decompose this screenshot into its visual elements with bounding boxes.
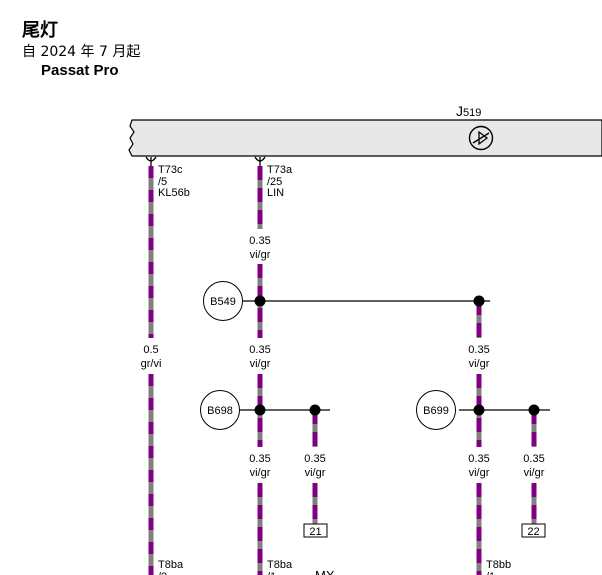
svg-text:vi/gr: vi/gr (250, 249, 271, 261)
svg-text:vi/gr: vi/gr (305, 467, 326, 479)
svg-text:T8ba: T8ba (267, 559, 293, 571)
svg-text:22: 22 (527, 526, 539, 538)
pin-fork-icon (145, 156, 266, 166)
svg-text:vi/gr: vi/gr (250, 358, 271, 370)
svg-text:0.35: 0.35 (523, 453, 544, 465)
svg-text:0.35: 0.35 (249, 344, 270, 356)
svg-text:B549: B549 (210, 296, 236, 308)
control-unit-icon (468, 125, 494, 151)
svg-text:/5: /5 (158, 176, 167, 188)
svg-text:vi/gr: vi/gr (469, 358, 490, 370)
svg-text:T8ba: T8ba (158, 559, 184, 571)
ref-box-22[interactable]: 22 (521, 523, 546, 538)
splice-b699[interactable]: B699 (416, 390, 456, 430)
connector-label-bottom: T8ba /2 T8ba /1 T8bb /1 (158, 559, 511, 575)
svg-text:0.35: 0.35 (249, 453, 270, 465)
svg-text:0.35: 0.35 (249, 235, 270, 247)
svg-text:vi/gr: vi/gr (250, 467, 271, 479)
svg-text:T8bb: T8bb (486, 559, 511, 571)
pin-label-t73a: T73a /25 LIN (267, 164, 293, 199)
splice-b698[interactable]: B698 (200, 390, 240, 430)
svg-text:vi/gr: vi/gr (469, 467, 490, 479)
cut-off-label: MX (315, 568, 335, 575)
ref-box-21[interactable]: 21 (303, 523, 328, 538)
svg-text:LIN: LIN (267, 187, 284, 199)
splice-dots (254, 295, 540, 416)
date-subtitle: 自 2024 年 7 月起 (22, 44, 141, 60)
page-title: 尾灯 (22, 20, 58, 41)
wire-segments (148, 166, 537, 575)
svg-text:0.35: 0.35 (468, 453, 489, 465)
svg-text:B698: B698 (207, 405, 233, 417)
pin-label-t73c: T73c /5 KL56b (158, 164, 190, 199)
wire-label: 0.35 vi/gr 0.5 gr/vi 0.35 vi/gr 0.35 vi/… (141, 235, 545, 479)
svg-text:T73a: T73a (267, 164, 293, 176)
svg-text:KL56b: KL56b (158, 187, 190, 199)
svg-text:B699: B699 (423, 405, 449, 417)
svg-text:0.35: 0.35 (468, 344, 489, 356)
svg-text:gr/vi: gr/vi (141, 358, 162, 370)
splice-b549[interactable]: B549 (203, 281, 243, 321)
svg-text:21: 21 (309, 526, 321, 538)
splice-lines (240, 300, 550, 411)
svg-text:/2: /2 (158, 571, 167, 575)
svg-text:/25: /25 (267, 176, 282, 188)
svg-text:vi/gr: vi/gr (524, 467, 545, 479)
svg-text:0.5: 0.5 (143, 344, 158, 356)
svg-text:T73c: T73c (158, 164, 183, 176)
control-unit-label: J519 (456, 103, 481, 119)
svg-text:/1: /1 (267, 571, 276, 575)
svg-text:0.35: 0.35 (304, 453, 325, 465)
control-unit-bar (128, 119, 602, 157)
vehicle-model: Passat Pro (41, 62, 119, 79)
svg-text:/1: /1 (486, 571, 495, 575)
